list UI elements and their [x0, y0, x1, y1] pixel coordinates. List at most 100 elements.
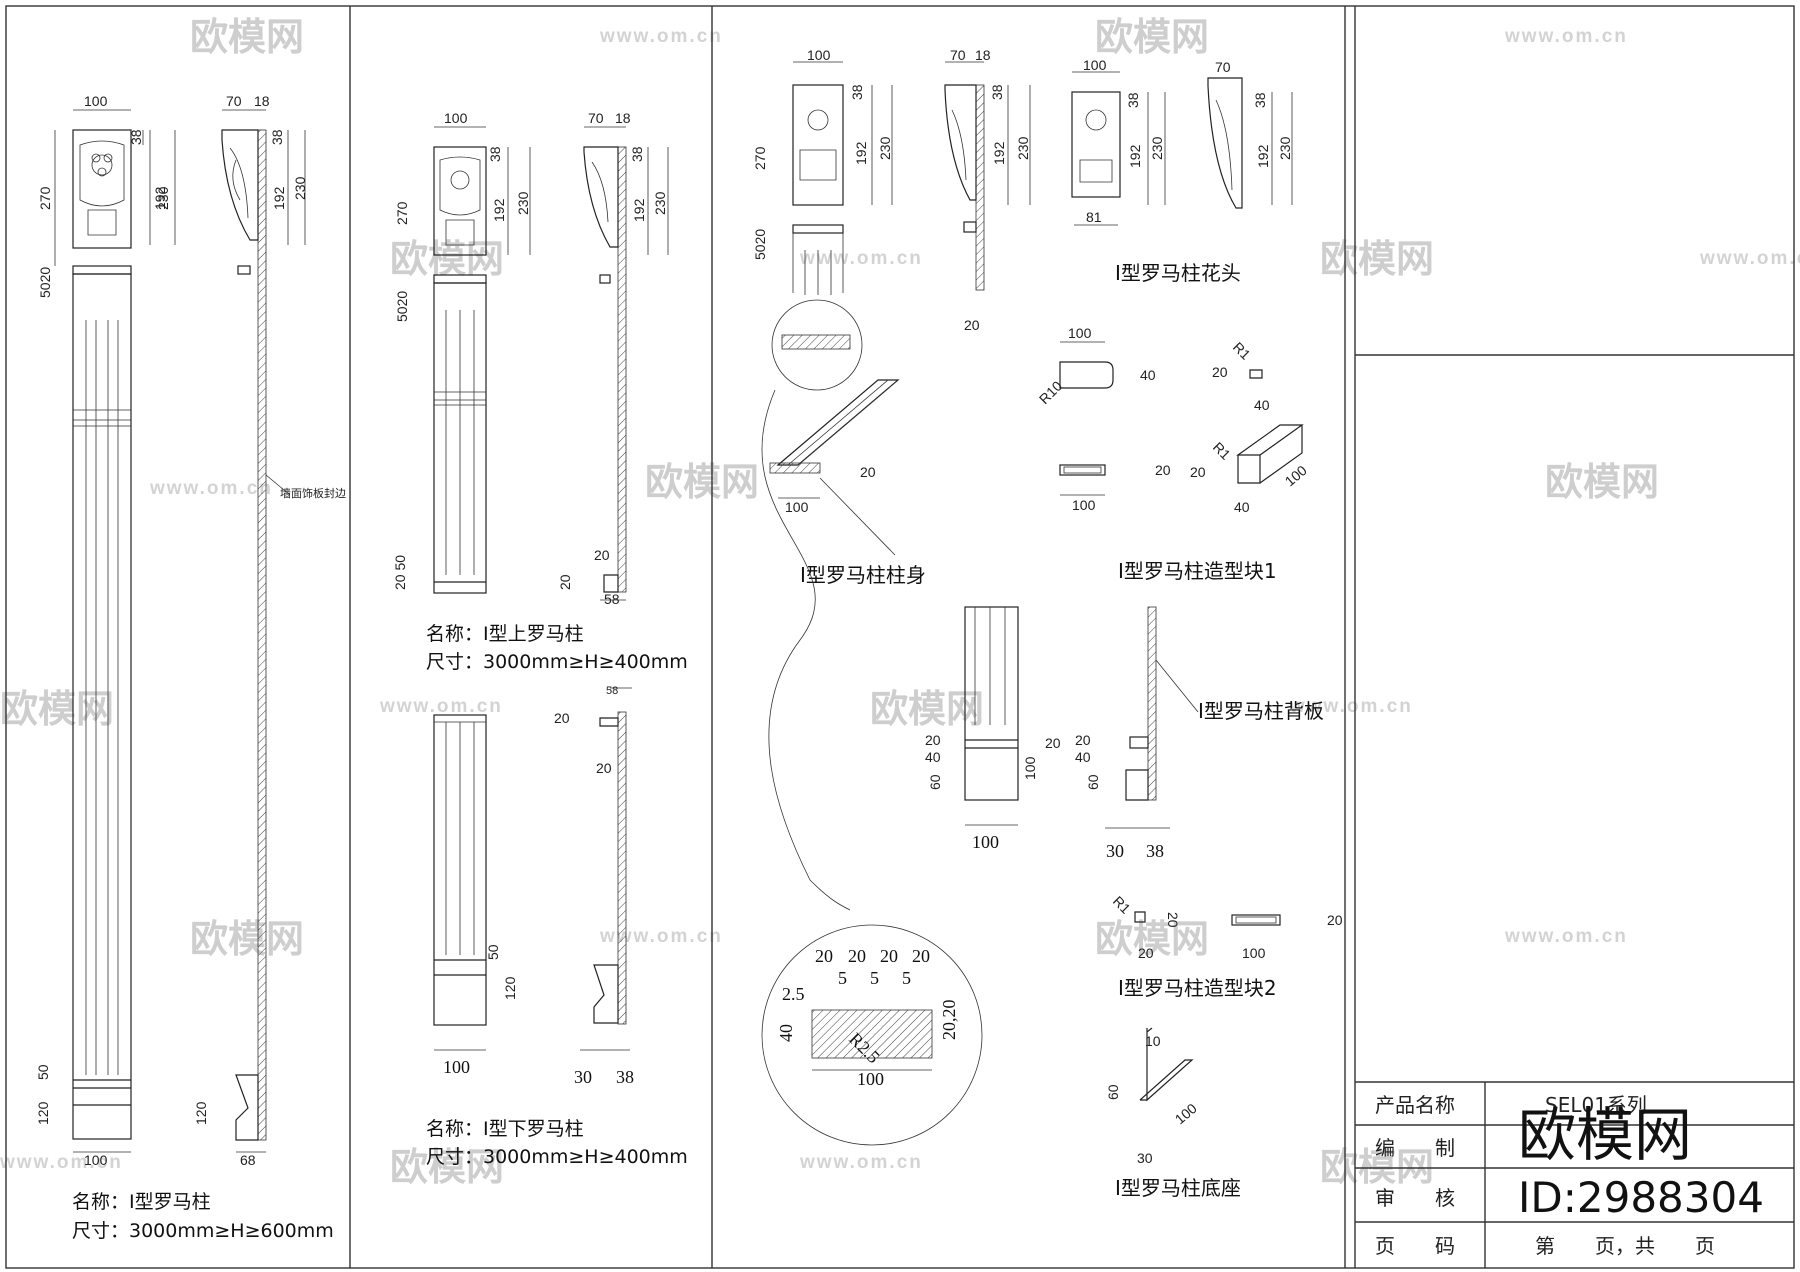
dim-20: 20	[557, 574, 573, 590]
stamp-brand: 欧模网	[1518, 1101, 1692, 1169]
capital-side-2	[1207, 77, 1243, 209]
panel-components: 100 270 5020 38 192 230 70 18 38 192 230…	[752, 47, 1343, 1200]
watermark-url: www.om.cn	[1504, 926, 1628, 947]
dim-20: 20	[848, 946, 866, 966]
watermark-layer: 欧模网 欧模网 www.om.cn www.om.cn 欧模网 欧模网 www.…	[0, 15, 1800, 1189]
dim-68: 68	[240, 1152, 256, 1168]
dim-38: 38	[1125, 92, 1141, 108]
dim-192: 192	[853, 141, 869, 165]
dim-192: 192	[152, 186, 168, 210]
detail-circle-top	[771, 299, 863, 391]
dim-40: 40	[1140, 367, 1156, 383]
sheet-frame	[5, 5, 1795, 1269]
dim-width: 100	[1022, 756, 1038, 780]
dim-width: 100	[1282, 462, 1310, 489]
watermark-url: www.om.cn	[799, 1152, 923, 1173]
page-value: 第 页，共 页	[1535, 1234, 1715, 1258]
dim-5: 5	[838, 968, 847, 988]
dim-width: 100	[1072, 497, 1096, 513]
column-side-capital	[221, 129, 259, 241]
watermark-brand: 欧模网	[190, 15, 304, 59]
watermark-url: www.om.cn	[599, 26, 723, 47]
watermark-url: www.om.cn	[379, 696, 503, 717]
note-edge-seal: 墙面饰板封边	[280, 486, 346, 500]
column-name: 名称：Ⅰ型罗马柱	[72, 1191, 211, 1213]
dim-38: 38	[849, 84, 865, 100]
dim-230: 230	[292, 176, 308, 200]
dim-38: 38	[989, 84, 1005, 100]
capital-front	[792, 84, 844, 206]
backboard-front	[964, 606, 1019, 801]
dim-38: 38	[1252, 92, 1268, 108]
dim-192: 192	[491, 198, 507, 222]
dim-38: 38	[128, 129, 144, 145]
dim-70: 70	[1215, 59, 1231, 75]
upper-column-name: 名称：Ⅰ型上罗马柱	[426, 623, 584, 645]
dim-230: 230	[877, 136, 893, 160]
dim-r10: R10	[1036, 377, 1066, 407]
upper-side-capital	[583, 146, 619, 248]
watermark-url: www.om.cn	[1699, 248, 1800, 269]
watermark-brand: 欧模网	[870, 687, 984, 731]
dim-width: 100	[84, 93, 108, 109]
dim-192: 192	[991, 141, 1007, 165]
dim-20: 20	[912, 946, 930, 966]
dim-230: 230	[1015, 136, 1031, 160]
dim-18: 18	[975, 47, 991, 63]
watermark-brand: 欧模网	[1320, 1145, 1434, 1189]
dim-230: 230	[1149, 136, 1165, 160]
dim-20: 20	[815, 946, 833, 966]
column-capital	[72, 129, 132, 249]
dim-20: 20	[1138, 945, 1154, 961]
watermark-brand: 欧模网	[0, 687, 114, 731]
dim-2050: 20 50	[392, 555, 408, 590]
watermark-brand: 欧模网	[190, 917, 304, 961]
column-side-base	[235, 1074, 259, 1141]
dim-20: 20	[860, 464, 876, 480]
detail-circle-bottom	[761, 924, 983, 1146]
dim-30: 30	[574, 1067, 592, 1087]
dim-20: 20	[1327, 912, 1343, 928]
dim-120: 120	[502, 976, 518, 1000]
watermark-brand: 欧模网	[1095, 917, 1209, 961]
capital-front-2	[1071, 91, 1121, 198]
dim-20-20: 20,20	[939, 1000, 959, 1041]
dim-20: 20	[925, 732, 941, 748]
stamp-overlay: 欧模网 ID:2988304	[1518, 1101, 1764, 1222]
dim-30: 30	[1106, 841, 1124, 861]
dim-r1: R1	[1230, 339, 1254, 363]
dim-5: 5	[902, 968, 911, 988]
dim-40: 40	[1075, 749, 1091, 765]
dim-58: 58	[606, 685, 618, 697]
dim-40: 40	[1234, 499, 1250, 515]
watermark-brand: 欧模网	[1545, 460, 1659, 504]
dim-width: 100	[1242, 945, 1266, 961]
reviewer-label: 审 核	[1375, 1186, 1455, 1210]
dim-20: 20	[964, 317, 980, 333]
dim-20: 20	[1075, 732, 1091, 748]
dim-270: 270	[37, 186, 53, 210]
dim-120: 120	[193, 1101, 209, 1125]
dim-20: 20	[1165, 912, 1181, 928]
dim-270: 270	[394, 201, 410, 225]
watermark-brand: 欧模网	[390, 237, 504, 281]
dim-width: 100	[857, 1069, 884, 1089]
dim-20: 20	[1155, 462, 1171, 478]
dim-base-width: 100	[84, 1152, 108, 1168]
dim-70: 70	[950, 47, 966, 63]
dim-2-5: 2.5	[782, 984, 805, 1004]
product-name-label: 产品名称	[1375, 1093, 1455, 1117]
dim-r1: R1	[1210, 439, 1234, 463]
dim-18: 18	[615, 110, 631, 126]
dim-width: 100	[443, 1057, 470, 1077]
upper-column-size: 尺寸：3000mm≥H≥400mm	[426, 651, 688, 673]
watermark-url: www.om.cn	[149, 478, 273, 499]
dim-20: 20	[596, 760, 612, 776]
dim-width: 100	[1068, 325, 1092, 341]
watermark-url: www.om.cn	[799, 248, 923, 269]
dim-r1: R1	[1110, 893, 1134, 917]
stamp-id: ID:2988304	[1518, 1173, 1764, 1222]
watermark-brand: 欧模网	[1320, 237, 1434, 281]
label-block2: Ⅰ型罗马柱造型块2	[1118, 976, 1277, 1000]
